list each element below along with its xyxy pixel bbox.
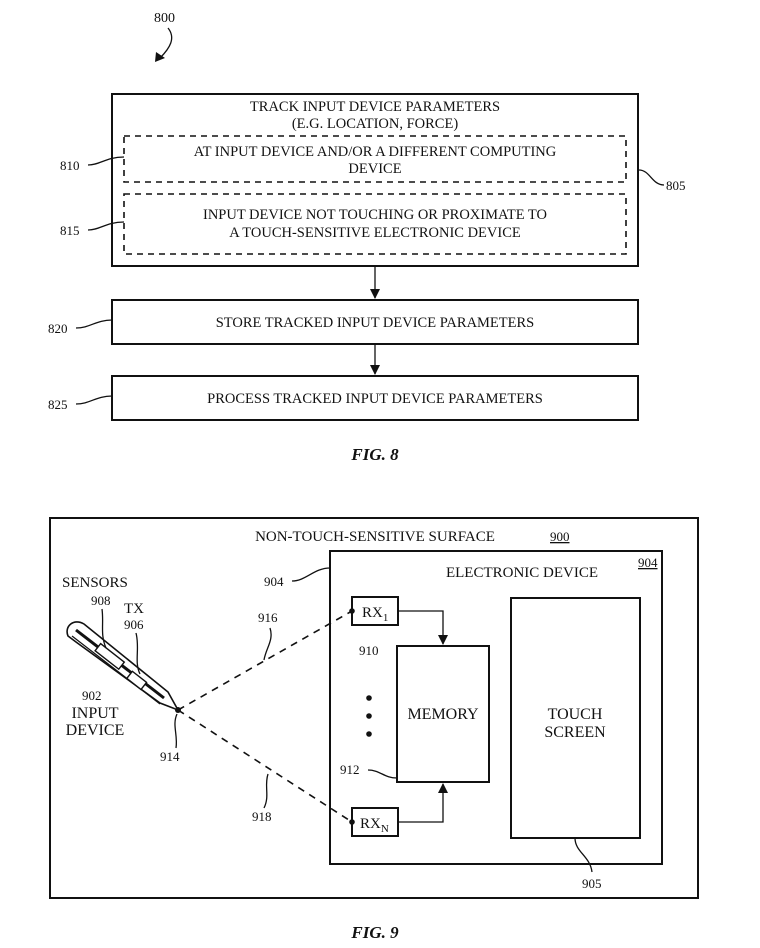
ref-800-arrow xyxy=(155,52,165,62)
arrow-rxn-to-memory xyxy=(398,783,448,823)
rxn-input-dot xyxy=(349,819,355,825)
box-815 xyxy=(123,193,627,255)
ref-904-inner: 904 xyxy=(638,555,658,570)
ref-914-leader xyxy=(174,713,178,749)
input-device-stylus xyxy=(66,621,180,712)
ref-815-leader xyxy=(87,221,125,231)
box-820-text: STORE TRACKED INPUT DEVICE PARAMETERS xyxy=(216,315,535,331)
touch-screen-line1: TOUCH xyxy=(548,706,603,723)
figure-8: 800 TRACK INPUT DEVICE PARAMETERS (E.G. … xyxy=(48,11,686,464)
box-805-line2: (E.G. LOCATION, FORCE) xyxy=(292,116,459,132)
box-815-line2: A TOUCH-SENSITIVE ELECTRONIC DEVICE xyxy=(229,225,521,241)
ref-820: 820 xyxy=(48,321,68,336)
rxn-text: RXN xyxy=(360,816,389,835)
ref-904-outer: 904 xyxy=(264,574,284,589)
ref-825: 825 xyxy=(48,397,68,412)
ref-905-leader xyxy=(574,837,593,873)
rx1-main: RX xyxy=(362,605,383,621)
ellipsis-dot-2 xyxy=(366,713,372,719)
rxn-main: RX xyxy=(360,816,381,832)
ref-825-leader xyxy=(75,395,113,405)
ref-905: 905 xyxy=(582,876,602,891)
ref-908: 908 xyxy=(91,593,111,608)
ref-902: 902 xyxy=(82,688,102,703)
electronic-device-label: ELECTRONIC DEVICE xyxy=(446,565,598,581)
tx-label: TX xyxy=(124,601,144,617)
surface-900 xyxy=(49,517,699,899)
ref-916-leader xyxy=(263,627,272,661)
rx1-input-dot xyxy=(349,608,355,614)
signal-918 xyxy=(177,709,353,823)
ref-918: 918 xyxy=(252,809,272,824)
touch-screen-line2: SCREEN xyxy=(544,724,606,741)
ref-820-leader xyxy=(75,319,113,329)
sensor-908-block xyxy=(94,642,126,671)
box-815-line1: INPUT DEVICE NOT TOUCHING OR PROXIMATE T… xyxy=(203,207,547,223)
box-810-line1: AT INPUT DEVICE AND/OR A DIFFERENT COMPU… xyxy=(194,144,557,160)
figure-9: NON-TOUCH-SENSITIVE SURFACE 900 ELECTRON… xyxy=(49,517,699,942)
tx-906-block xyxy=(125,670,148,691)
ref-914: 914 xyxy=(160,749,180,764)
box-825-text: PROCESS TRACKED INPUT DEVICE PARAMETERS xyxy=(207,391,543,407)
fig8-caption: FIG. 8 xyxy=(350,445,399,464)
ref-916: 916 xyxy=(258,610,278,625)
ellipsis-dot-3 xyxy=(366,731,372,737)
ref-800-leader xyxy=(159,27,173,59)
sensors-label: SENSORS xyxy=(62,575,128,591)
rx1-sub: 1 xyxy=(383,612,389,624)
box-810 xyxy=(123,135,627,183)
ellipsis-dot-1 xyxy=(366,695,372,701)
ref-910: 910 xyxy=(359,643,379,658)
signal-916 xyxy=(177,610,353,711)
ref-900: 900 xyxy=(550,529,570,544)
box-825 xyxy=(111,375,639,421)
ref-810-leader xyxy=(87,156,125,166)
input-device-line2: DEVICE xyxy=(66,722,125,739)
ref-918-leader xyxy=(263,773,269,809)
ref-800: 800 xyxy=(154,11,175,26)
rxn-sub: N xyxy=(381,823,389,835)
box-810-line2: DEVICE xyxy=(348,161,401,177)
arrow-rx1-to-memory xyxy=(398,610,448,645)
ref-912: 912 xyxy=(340,762,360,777)
ref-908-leader xyxy=(101,608,107,649)
rx1-text: RX1 xyxy=(362,605,388,624)
box-805-line1: TRACK INPUT DEVICE PARAMETERS xyxy=(250,99,500,115)
electronic-device-904 xyxy=(329,550,663,865)
fig9-caption: FIG. 9 xyxy=(350,923,399,942)
stylus-stripe-2 xyxy=(71,635,161,705)
memory-label: MEMORY xyxy=(407,706,479,723)
ref-805: 805 xyxy=(666,178,686,193)
ref-805-leader xyxy=(638,169,665,186)
ref-906-leader xyxy=(135,632,141,675)
ref-906: 906 xyxy=(124,617,144,632)
ref-810: 810 xyxy=(60,158,80,173)
memory-box xyxy=(396,645,490,783)
ref-904-leader xyxy=(291,567,331,582)
ref-815: 815 xyxy=(60,223,80,238)
surface-label: NON-TOUCH-SENSITIVE SURFACE xyxy=(255,529,495,545)
ref-912-leader xyxy=(367,769,398,779)
input-device-line1: INPUT xyxy=(71,705,118,722)
